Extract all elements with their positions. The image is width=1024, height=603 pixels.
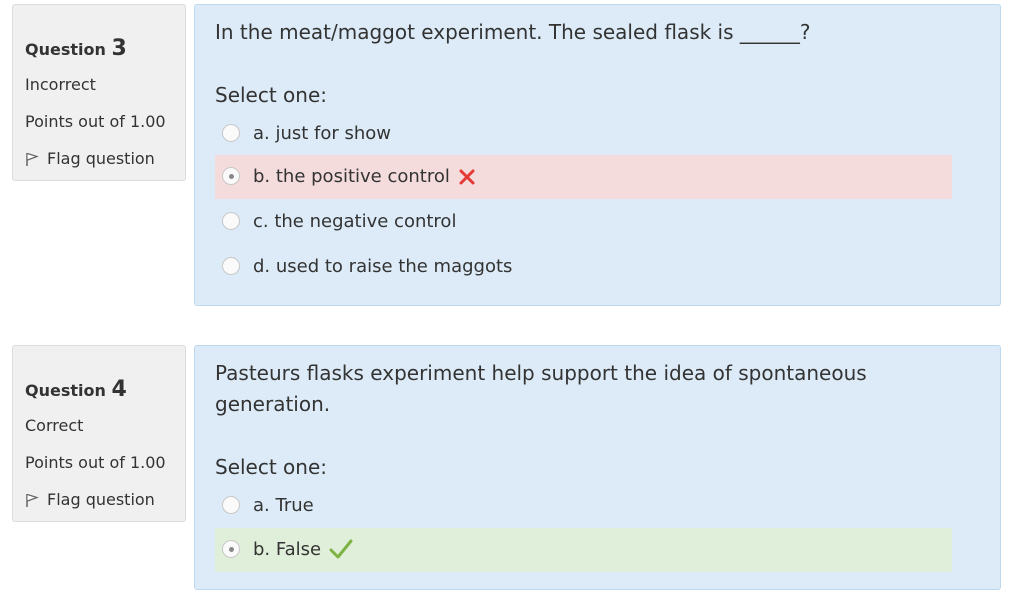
flag-icon bbox=[26, 493, 39, 507]
question-number-prefix: Question bbox=[25, 40, 106, 59]
check-icon bbox=[329, 539, 353, 559]
question-number-value: 3 bbox=[111, 36, 127, 61]
answer-option-d[interactable]: d. used to raise the maggots bbox=[215, 245, 952, 289]
radio-dot bbox=[229, 547, 234, 552]
answer-option-b[interactable]: b. the positive control bbox=[215, 155, 952, 199]
flag-question-link[interactable]: Flag question bbox=[25, 149, 155, 168]
radio-button[interactable] bbox=[222, 496, 240, 514]
radio-button-selected[interactable] bbox=[222, 540, 240, 558]
answer-option-c[interactable]: c. the negative control bbox=[215, 200, 952, 244]
answer-option-a[interactable]: a. just for show bbox=[215, 112, 952, 156]
question-content: Pasteurs flasks experiment help support … bbox=[194, 345, 1001, 590]
question-content: In the meat/maggot experiment. The seale… bbox=[194, 4, 1001, 306]
select-one-prompt: Select one: bbox=[215, 455, 328, 479]
answer-option-a[interactable]: a. True bbox=[215, 484, 952, 528]
radio-button[interactable] bbox=[222, 257, 240, 275]
answer-label: b. the positive control bbox=[253, 166, 450, 187]
question-grade: Points out of 1.00 bbox=[25, 453, 166, 472]
question-number-prefix: Question bbox=[25, 381, 106, 400]
select-one-prompt: Select one: bbox=[215, 83, 328, 107]
question-number-value: 4 bbox=[111, 377, 127, 402]
radio-button[interactable] bbox=[222, 124, 240, 142]
question-text: In the meat/maggot experiment. The seale… bbox=[215, 20, 811, 44]
cross-icon bbox=[459, 169, 475, 185]
answer-label-wrap: b. the positive control bbox=[253, 166, 476, 187]
radio-dot bbox=[229, 174, 234, 179]
radio-button-selected[interactable] bbox=[222, 167, 240, 185]
answer-label: a. just for show bbox=[253, 123, 392, 144]
answer-label-wrap: b. False bbox=[253, 539, 353, 560]
answer-label: c. the negative control bbox=[253, 211, 457, 232]
radio-button[interactable] bbox=[222, 212, 240, 230]
question-number: Question 3 bbox=[25, 36, 127, 61]
question-state: Incorrect bbox=[25, 75, 96, 94]
answer-label: b. False bbox=[253, 539, 322, 560]
answer-option-b[interactable]: b. False bbox=[215, 528, 952, 572]
question-text: Pasteurs flasks experiment help support … bbox=[215, 361, 867, 416]
flag-icon bbox=[26, 152, 39, 166]
question-info: Question 3 Incorrect Points out of 1.00 … bbox=[12, 4, 186, 181]
answer-label: d. used to raise the maggots bbox=[253, 256, 513, 277]
flag-question-label: Flag question bbox=[47, 490, 155, 509]
answer-label: a. True bbox=[253, 495, 314, 516]
question-info: Question 4 Correct Points out of 1.00 Fl… bbox=[12, 345, 186, 522]
question-number: Question 4 bbox=[25, 377, 127, 402]
flag-question-label: Flag question bbox=[47, 149, 155, 168]
question-state: Correct bbox=[25, 416, 84, 435]
question-grade: Points out of 1.00 bbox=[25, 112, 166, 131]
flag-question-link[interactable]: Flag question bbox=[25, 490, 155, 509]
